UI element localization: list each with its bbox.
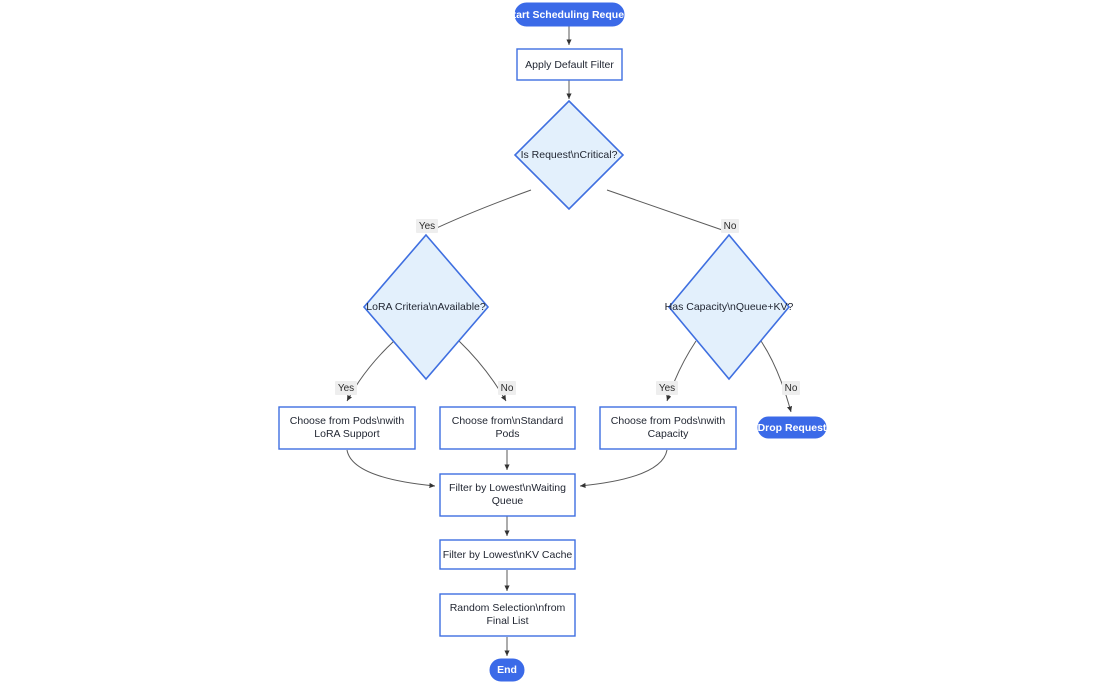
- edge-label-critical-no: No: [721, 219, 739, 233]
- node-end[interactable]: End: [489, 658, 525, 682]
- edge-label-capacity-no: No: [782, 381, 800, 395]
- edge-label-capacity-yes: Yes: [656, 381, 678, 395]
- edges-layer: [346, 26, 793, 657]
- node-start[interactable]: Start Scheduling Request: [506, 2, 634, 27]
- node-apply-default-filter[interactable]: Apply Default Filter: [516, 48, 623, 81]
- node-choose-lora-pods[interactable]: Choose from Pods\nwith LoRA Support: [278, 406, 416, 450]
- node-has-capacity[interactable]: Has Capacity\nQueue+KV?: [665, 233, 794, 381]
- edge-choose-capacity-pods-to-filter-waiting: [579, 449, 668, 489]
- edge-label-lora-no: No: [498, 381, 516, 395]
- edge-critical-yes-to-lora: [427, 189, 532, 233]
- node-drop-request[interactable]: Drop Request: [757, 416, 827, 439]
- nodes-layer: Start Scheduling Request Apply Default F…: [278, 2, 827, 682]
- node-lora-criteria-available[interactable]: LoRA Criteria\nAvailable?: [362, 233, 490, 381]
- node-is-request-critical[interactable]: Is Request\nCritical?: [513, 99, 625, 211]
- node-random-selection[interactable]: Random Selection\nfrom Final List: [439, 593, 576, 637]
- edge-critical-no-to-capacity: [606, 189, 729, 233]
- edge-label-lora-yes: Yes: [335, 381, 357, 395]
- node-filter-kv-cache[interactable]: Filter by Lowest\nKV Cache: [439, 539, 576, 570]
- node-choose-capacity-pods[interactable]: Choose from Pods\nwith Capacity: [599, 406, 737, 450]
- edge-label-critical-yes: Yes: [416, 219, 438, 233]
- edge-choose-lora-pods-to-filter-waiting: [346, 449, 436, 489]
- node-choose-standard-pods[interactable]: Choose from\nStandard Pods: [439, 406, 576, 450]
- node-filter-waiting-queue[interactable]: Filter by Lowest\nWaiting Queue: [439, 473, 576, 517]
- edge-capacity-no-to-drop-request: [760, 340, 793, 413]
